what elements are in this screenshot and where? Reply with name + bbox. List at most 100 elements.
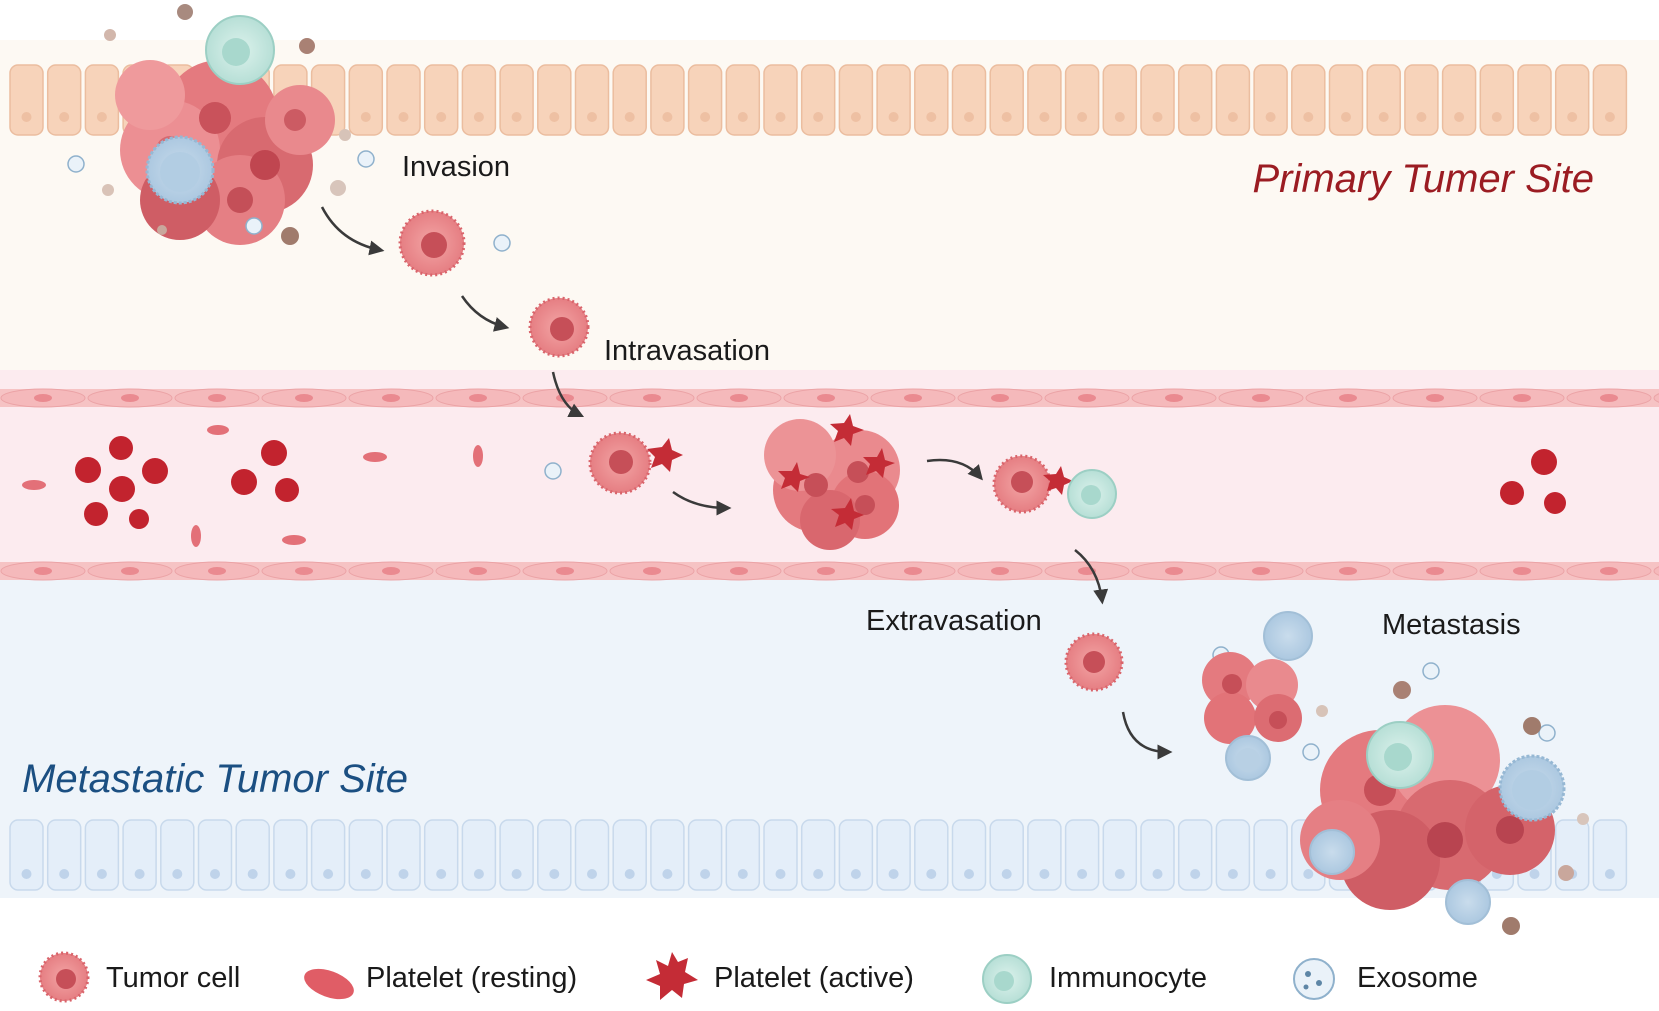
epithelial-nucleus bbox=[1567, 112, 1578, 122]
epithelial-cell bbox=[574, 819, 610, 891]
invading-tumor-cell bbox=[398, 209, 466, 277]
resting-platelets bbox=[22, 425, 483, 547]
epithelial-nucleus bbox=[360, 869, 371, 879]
epithelial-cell bbox=[235, 819, 270, 891]
tumor-platelet-aggregate bbox=[764, 414, 900, 550]
legend: Tumor cell Platelet (resting) Platelet (… bbox=[38, 951, 1478, 1004]
epithelial-nucleus bbox=[813, 869, 824, 879]
red-blood-cells-right bbox=[1500, 449, 1566, 514]
epithelial-nucleus bbox=[775, 112, 786, 122]
step-label-invasion: Invasion bbox=[402, 151, 510, 183]
epithelial-cell bbox=[951, 64, 987, 136]
endothelial-nucleus bbox=[34, 394, 52, 402]
epithelial-cell bbox=[1140, 819, 1175, 891]
epithelial-cell bbox=[725, 819, 761, 891]
epithelial-nucleus bbox=[587, 112, 597, 122]
epithelial-cell bbox=[650, 64, 685, 136]
epithelial-nucleus bbox=[1190, 869, 1201, 879]
epithelial-cell bbox=[914, 64, 949, 136]
extravasated-tumor-cell bbox=[1064, 632, 1124, 692]
endothelial-nucleus bbox=[1426, 394, 1444, 402]
epithelial-nucleus bbox=[96, 112, 107, 122]
epithelial-nucleus bbox=[59, 112, 70, 122]
endothelial-nucleus bbox=[121, 567, 139, 575]
epithelial-nucleus bbox=[436, 112, 447, 122]
epithelial-cell bbox=[1554, 64, 1590, 136]
epithelial-nucleus bbox=[1152, 112, 1163, 122]
endothelial-nucleus bbox=[469, 567, 487, 575]
epithelial-nucleus bbox=[473, 869, 484, 879]
endothelial-nucleus bbox=[1252, 394, 1270, 402]
epithelial-nucleus bbox=[1604, 869, 1615, 879]
epithelial-nucleus bbox=[1529, 112, 1540, 122]
legend-item-platelet-active: Platelet (active) bbox=[646, 952, 914, 1000]
epithelial-nucleus bbox=[700, 112, 711, 122]
resting-platelet-icon bbox=[304, 968, 354, 1000]
epithelial-nucleus bbox=[1001, 112, 1012, 122]
epithelial-cell bbox=[1064, 64, 1100, 136]
epithelial-cell bbox=[725, 64, 761, 136]
metastatic-particles bbox=[1316, 681, 1589, 935]
epithelial-cell bbox=[537, 819, 572, 891]
epithelial-nucleus bbox=[1039, 112, 1050, 122]
primary-tumor-cluster bbox=[115, 15, 335, 245]
epithelial-cell bbox=[499, 64, 534, 136]
epithelial-cell bbox=[763, 819, 798, 891]
epithelial-cell bbox=[46, 819, 82, 891]
endothelial-nucleus bbox=[1078, 394, 1096, 402]
endothelial-nucleus bbox=[991, 394, 1009, 402]
epithelial-nucleus bbox=[737, 869, 748, 879]
endothelial-nucleus bbox=[817, 567, 835, 575]
epithelial-nucleus bbox=[964, 112, 974, 122]
epithelial-cell bbox=[800, 64, 836, 136]
epithelial-cell bbox=[84, 64, 120, 136]
epithelial-nucleus bbox=[1604, 112, 1615, 122]
endothelial-nucleus bbox=[904, 394, 922, 402]
epithelial-cell bbox=[9, 819, 44, 891]
epithelial-cell bbox=[1253, 64, 1288, 136]
epithelial-nucleus bbox=[436, 869, 447, 879]
epithelial-cell bbox=[687, 819, 723, 891]
legend-label-tumor-cell: Tumor cell bbox=[106, 962, 240, 994]
endothelial-cell bbox=[1653, 566, 1659, 576]
epithelial-nucleus bbox=[926, 112, 937, 122]
epithelial-nucleus bbox=[1039, 869, 1050, 879]
endothelial-nucleus bbox=[382, 394, 400, 402]
epithelial-nucleus bbox=[1190, 112, 1201, 122]
epithelial-cell bbox=[1102, 64, 1138, 136]
step-label-metastasis: Metastasis bbox=[1382, 609, 1521, 641]
migration-arrows bbox=[320, 206, 1173, 760]
step-label-intravasation: Intravasation bbox=[604, 335, 770, 367]
epithelial-cell bbox=[574, 64, 610, 136]
epithelial-cell bbox=[650, 819, 685, 891]
tumor-cell-extravasating bbox=[992, 454, 1117, 519]
endothelial-nucleus bbox=[34, 567, 52, 575]
epithelial-nucleus bbox=[1077, 112, 1088, 122]
epithelial-nucleus bbox=[850, 112, 861, 122]
legend-item-exosome: Exosome bbox=[1293, 958, 1478, 1000]
step-label-extravasation: Extravasation bbox=[866, 605, 1042, 637]
epithelial-nucleus bbox=[1491, 112, 1502, 122]
epithelial-cell bbox=[348, 64, 384, 136]
epithelial-nucleus bbox=[323, 869, 334, 879]
endothelial-nucleus bbox=[1339, 567, 1357, 575]
endothelial-nucleus bbox=[730, 394, 748, 402]
epithelial-cell bbox=[1517, 64, 1552, 136]
epithelial-nucleus bbox=[1077, 869, 1088, 879]
epithelial-cell bbox=[461, 819, 497, 891]
endothelial-nucleus bbox=[121, 394, 139, 402]
epithelial-nucleus bbox=[662, 112, 673, 122]
legend-label-platelet-active: Platelet (active) bbox=[714, 962, 914, 994]
epithelial-nucleus bbox=[624, 112, 635, 122]
legend-item-immunocyte: Immunocyte bbox=[982, 954, 1207, 1004]
vessel-wall-top bbox=[0, 388, 1659, 408]
epithelial-nucleus bbox=[1416, 112, 1427, 122]
epithelial-nucleus bbox=[96, 869, 107, 879]
endothelial-nucleus bbox=[1513, 567, 1531, 575]
epithelial-nucleus bbox=[172, 869, 183, 879]
epithelial-cell bbox=[838, 64, 874, 136]
epithelial-cell bbox=[838, 819, 874, 891]
epithelial-nucleus bbox=[850, 869, 861, 879]
vessel-wall-bottom bbox=[0, 561, 1659, 581]
